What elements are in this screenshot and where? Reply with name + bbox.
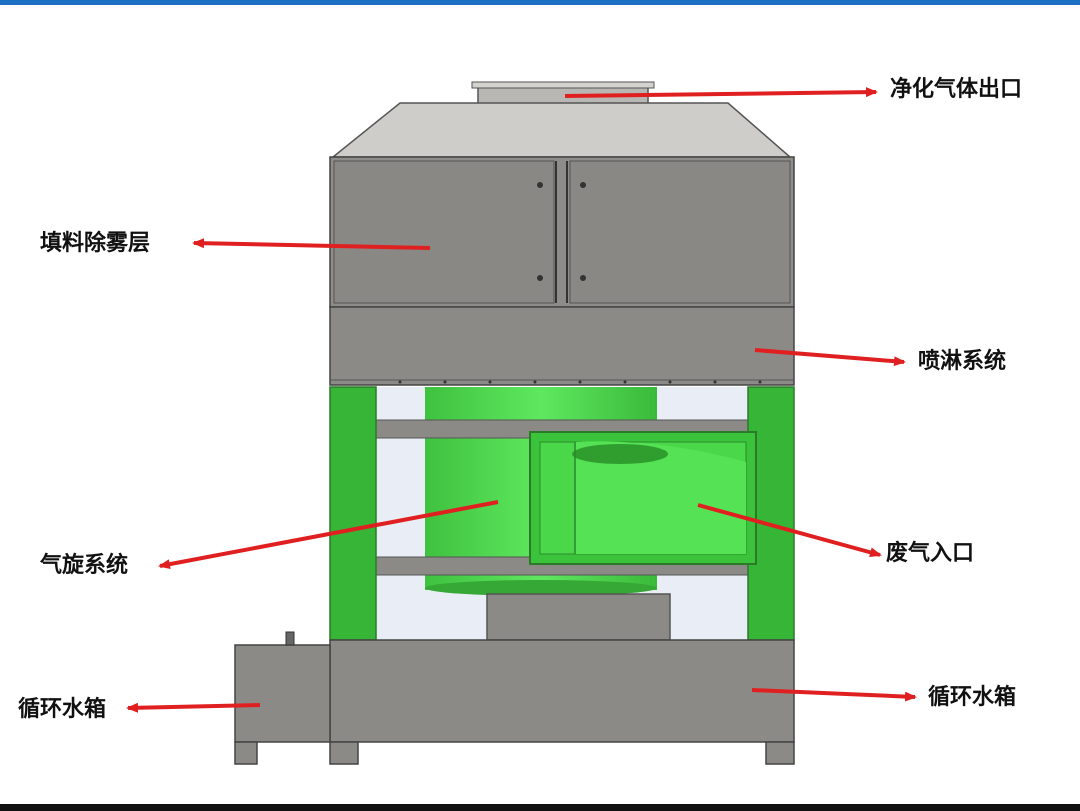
spray-section [329,306,795,386]
left-frame-column [329,386,377,641]
label-exhaust-gas-inlet: 废气入口 [886,540,975,566]
label-purified-gas-outlet: 净化气体出口 [890,76,1023,102]
label-cyclone-system: 气旋系统 [40,552,129,578]
label-circulating-water-tank-right: 循环水箱 [928,684,1017,710]
arrow-right-water-tank [751,688,917,702]
arrow-spray-system [754,348,906,367]
label-packing-demister-layer: 填料除雾层 [40,230,151,256]
exhaust-inlet-duct [529,431,757,565]
top-border-bar [0,0,1080,5]
side-water-tank [234,631,331,765]
main-water-tank [329,639,795,765]
cyclone-base [486,593,671,641]
label-circulating-water-tank-left: 循环水箱 [18,696,107,722]
top-hood [330,102,793,158]
arrow-packing-layer [192,238,431,250]
arrow-gas-outlet [564,87,878,98]
bottom-border-bar [0,804,1080,811]
label-spray-system: 喷淋系统 [918,348,1007,374]
arrow-cyclone-system [158,500,499,570]
arrow-exhaust-inlet [697,503,882,558]
packing-demister-box [329,156,795,308]
arrow-left-water-tank [126,702,261,713]
